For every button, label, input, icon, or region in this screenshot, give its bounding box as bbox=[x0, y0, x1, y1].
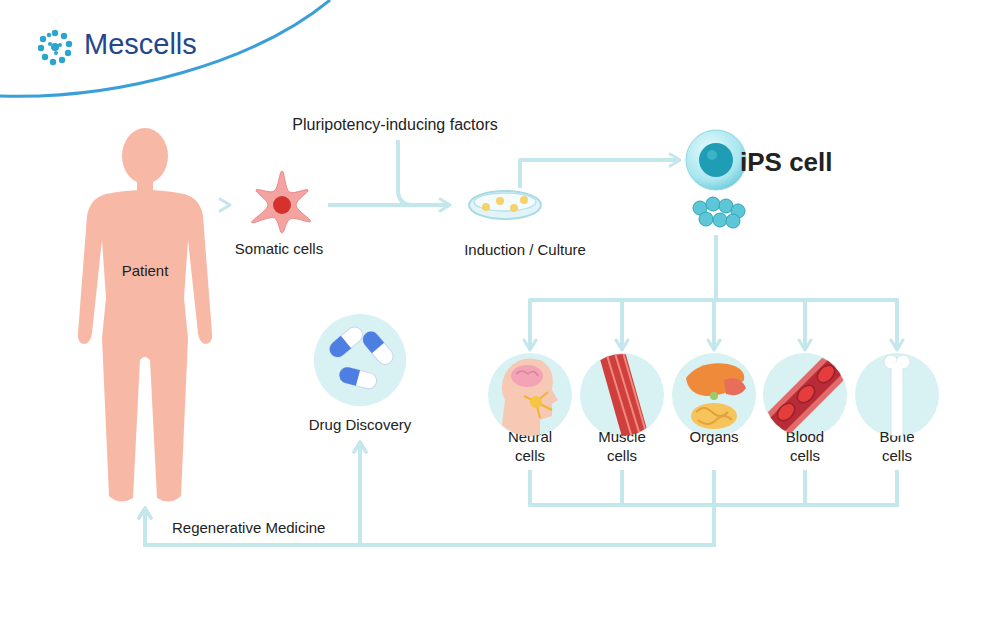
cell-type-node: Bone cells bbox=[851, 350, 943, 470]
logo-icon bbox=[38, 30, 72, 65]
node-label: Blood cells bbox=[773, 427, 837, 465]
culture-dish-node: Induction / Culture bbox=[450, 188, 600, 260]
human-silhouette bbox=[78, 128, 212, 502]
cell-circle bbox=[488, 353, 572, 437]
flow-arrow bbox=[145, 470, 714, 545]
input-label: Pluripotency-inducing factors bbox=[285, 116, 505, 134]
flow-arrow bbox=[520, 160, 680, 188]
ips-cell-detail bbox=[719, 199, 733, 213]
figure-head bbox=[122, 128, 168, 184]
ips-cell-detail bbox=[706, 197, 720, 211]
ips-cell-node: iPS cell bbox=[680, 125, 865, 235]
logo-icon bbox=[42, 54, 48, 60]
flow-arrow bbox=[360, 442, 714, 545]
logo-icon bbox=[47, 33, 51, 37]
flow-arrow bbox=[530, 235, 716, 350]
node-label: Somatic cells bbox=[220, 239, 338, 258]
logo-icon bbox=[40, 36, 46, 42]
cell-type-node: Blood cells bbox=[759, 350, 851, 470]
cell-circle bbox=[763, 353, 847, 437]
figure-body bbox=[78, 190, 212, 502]
flow-arrow bbox=[716, 235, 897, 350]
logo-icon bbox=[59, 57, 65, 63]
logo-icon bbox=[58, 43, 62, 47]
logo-icon bbox=[38, 45, 44, 51]
cell-type-node: Muscle cells bbox=[576, 350, 668, 470]
ips-cell-detail bbox=[713, 213, 727, 227]
patient-figure: Patient bbox=[60, 128, 230, 508]
logo-icon bbox=[66, 41, 72, 47]
petri-dish bbox=[469, 191, 541, 219]
node-label: Induction / Culture bbox=[450, 240, 600, 259]
cell-circle bbox=[672, 353, 756, 437]
ips-cell-detail bbox=[699, 212, 713, 226]
edge-label: Regenerative Medicine bbox=[172, 519, 325, 536]
node-outline bbox=[668, 350, 760, 470]
node-label: Neural cells bbox=[498, 427, 562, 465]
somatic-cell-shape bbox=[252, 171, 311, 233]
cell-circle bbox=[314, 314, 406, 406]
flow-arrow bbox=[360, 442, 805, 545]
drug-discovery-node: Drug Discovery bbox=[295, 312, 425, 442]
logo-icon bbox=[48, 42, 52, 46]
node-outline bbox=[60, 128, 230, 508]
ips-cell-shape bbox=[686, 130, 746, 190]
logo-icon bbox=[51, 43, 59, 51]
ips-cell-detail bbox=[693, 201, 707, 215]
flow-arrow bbox=[714, 235, 716, 350]
node-label: Bone cells bbox=[865, 427, 929, 465]
factor-feed-line bbox=[398, 140, 413, 205]
cell-type-node: Organs bbox=[668, 350, 760, 470]
cell-circle bbox=[855, 353, 939, 437]
logo-icon bbox=[50, 59, 56, 65]
logo-swoosh bbox=[0, 0, 330, 96]
cell-circle bbox=[580, 353, 664, 437]
flow-arrow bbox=[145, 470, 805, 545]
flow-arrow bbox=[360, 442, 897, 545]
flow-arrow bbox=[622, 235, 716, 350]
logo-icon bbox=[54, 51, 58, 55]
flow-arrow bbox=[145, 470, 714, 545]
node-label: Drug Discovery bbox=[295, 415, 425, 434]
node-label: Organs bbox=[682, 427, 746, 446]
logo-icon bbox=[61, 33, 67, 39]
flow-arrow bbox=[145, 470, 714, 545]
flow-arrow bbox=[145, 470, 897, 545]
node-label: iPS cell bbox=[740, 147, 865, 177]
ips-cell-detail bbox=[693, 197, 745, 228]
flow-arrow bbox=[716, 235, 805, 350]
node-label: Patient bbox=[60, 261, 230, 280]
ips-cell-detail bbox=[731, 204, 745, 218]
flow-arrow bbox=[360, 442, 714, 545]
logo-icon bbox=[65, 50, 71, 56]
node-outline bbox=[680, 125, 865, 235]
flow-arrow bbox=[360, 442, 714, 545]
somatic-cell-node: Somatic cells bbox=[230, 170, 328, 262]
ips-cell-detail bbox=[726, 214, 740, 228]
logo-icon bbox=[52, 30, 58, 36]
flow-arrow bbox=[328, 203, 450, 207]
logo-text: Mescells bbox=[84, 28, 197, 61]
cell-type-node: Neural cells bbox=[484, 350, 576, 470]
node-label: Muscle cells bbox=[590, 427, 654, 465]
